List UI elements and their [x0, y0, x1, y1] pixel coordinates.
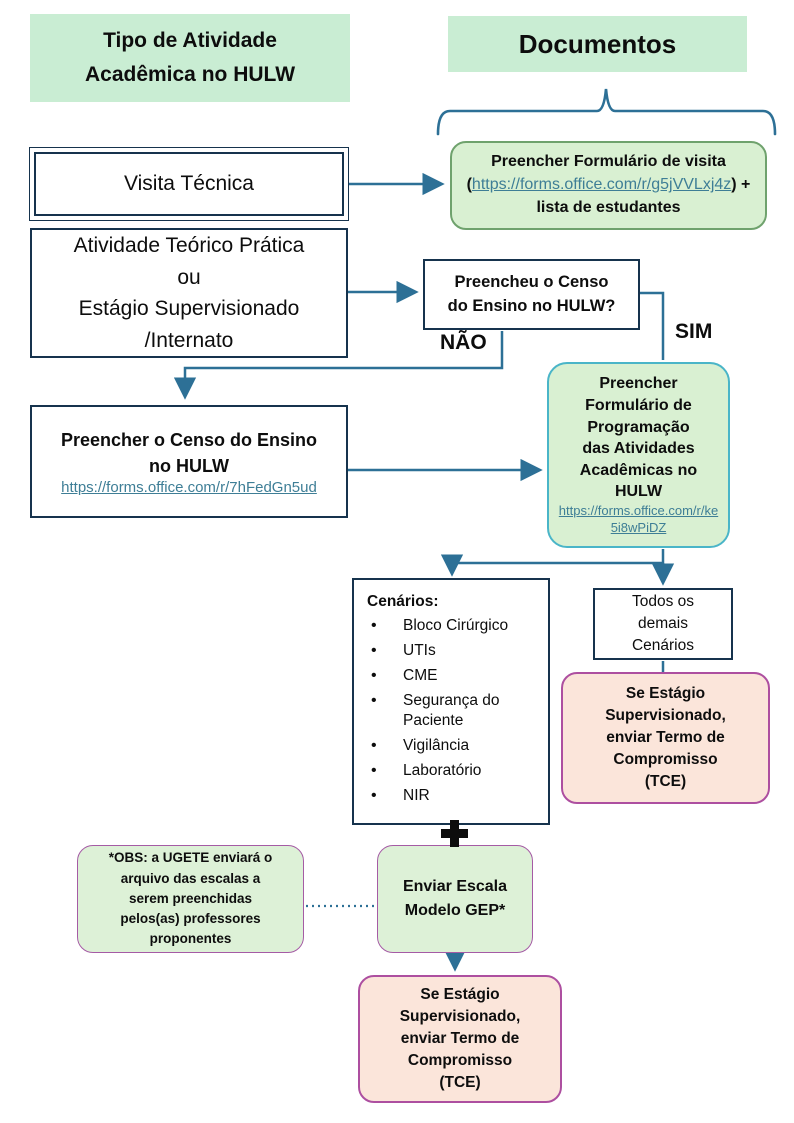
cenarios-item: Bloco Cirúrgico	[367, 615, 538, 637]
cenarios-list: Bloco Cirúrgico UTIs CME Segurança do Pa…	[367, 615, 538, 811]
programacao-form-node: Preencher Formulário de Programação das …	[547, 362, 730, 548]
documents-header: Documentos	[448, 16, 747, 72]
enviar-escala-node: Enviar Escala Modelo GEP*	[377, 845, 533, 953]
cenarios-heading: Cenários:	[367, 593, 439, 610]
cenarios-node: Cenários: Bloco Cirúrgico UTIs CME Segur…	[352, 578, 550, 825]
cenarios-item: CME	[367, 665, 538, 687]
visita-form-prefix: Preencher Formulário de visita (	[466, 153, 726, 194]
cenarios-item: UTIs	[367, 640, 538, 662]
brace-icon	[436, 88, 777, 136]
programacao-form-title: Preencher Formulário de Programação das …	[579, 375, 698, 501]
label-nao: NÃO	[440, 331, 487, 354]
tce-right-node: Se Estágio Supervisionado, enviar Termo …	[561, 672, 770, 804]
obs-note-node: *OBS: a UGETE enviará o arquivo das esca…	[77, 845, 304, 953]
todos-cenarios-node: Todos os demais Cenários	[593, 588, 733, 660]
plus-icon	[441, 820, 468, 847]
activity-type-header: Tipo de Atividade Acadêmica no HULW	[30, 14, 350, 102]
cenarios-item: Segurança do Paciente	[367, 690, 538, 732]
connector-programacao-to-cenarios	[440, 549, 665, 577]
preencher-censo-link[interactable]: https://forms.office.com/r/7hFedGn5ud	[61, 479, 317, 497]
visita-form-node: Preencher Formulário de visita (https://…	[450, 141, 767, 230]
visita-form-text: Preencher Formulário de visita (https://…	[464, 151, 753, 219]
cenarios-item: NIR	[367, 785, 538, 807]
connector-nao-path	[173, 331, 504, 400]
visita-tecnica-node: Visita Técnica	[29, 147, 349, 221]
atividade-teorica-node: Atividade Teórico Prática ou Estágio Sup…	[30, 228, 348, 358]
preencher-censo-title: Preencher o Censo do Ensino no HULW	[60, 429, 318, 476]
programacao-form-link[interactable]: https://forms.office.com/r/ke5i8wPiDZ	[558, 502, 719, 535]
cenarios-item: Laboratório	[367, 760, 538, 782]
visita-form-link[interactable]: https://forms.office.com/r/g5jVVLxj4z	[471, 176, 732, 194]
cenarios-item: Vigilância	[367, 735, 538, 757]
connector-sim-path	[640, 291, 665, 360]
censo-question-node: Preencheu o Censo do Ensino no HULW?	[423, 259, 640, 330]
label-sim: SIM	[675, 320, 713, 343]
preencher-censo-node: Preencher o Censo do Ensino no HULW http…	[30, 405, 348, 518]
visita-form-suffix: ) + lista de estudantes	[536, 176, 751, 216]
tce-bottom-node: Se Estágio Supervisionado, enviar Termo …	[358, 975, 562, 1103]
